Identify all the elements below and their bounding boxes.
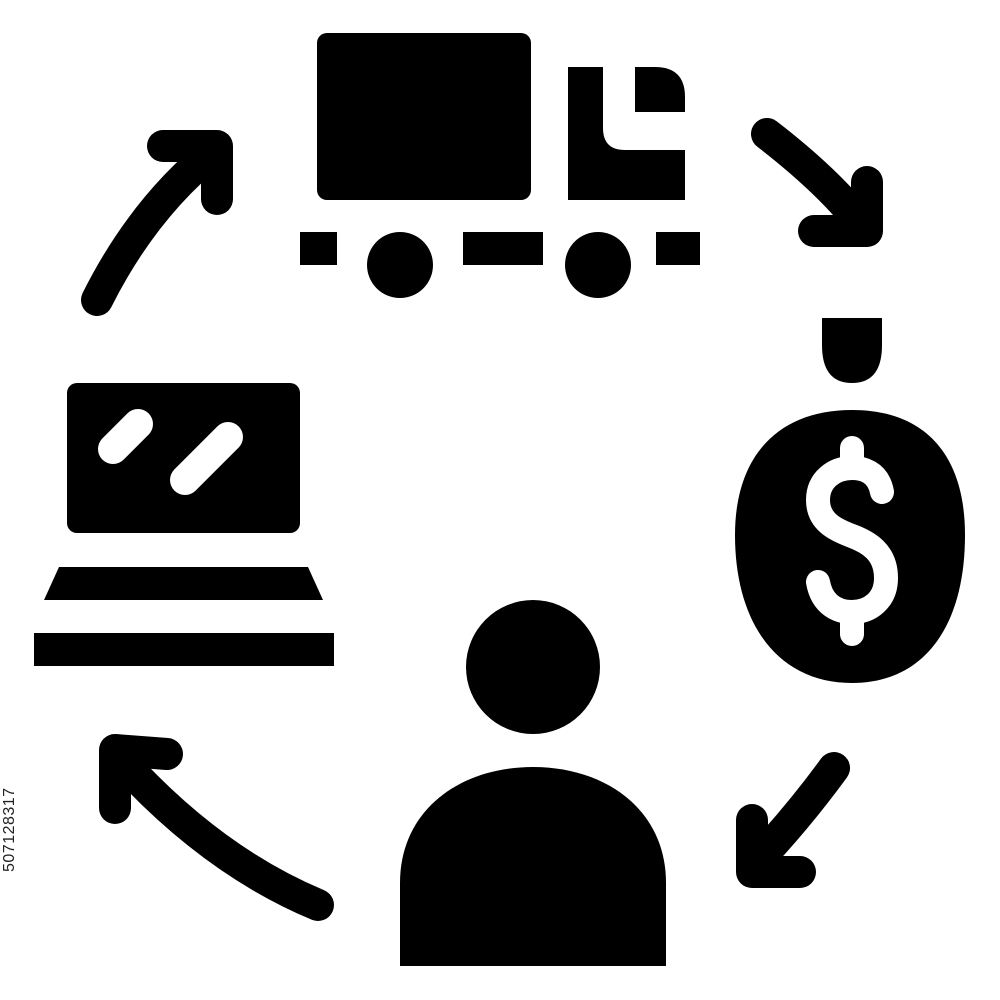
cycle-arrows	[81, 118, 883, 921]
customer-body	[400, 767, 666, 966]
laptop-base	[34, 633, 334, 666]
arrow-money-to-customer	[736, 752, 850, 888]
arrow-laptop-to-truck-head	[147, 130, 233, 215]
truck-chassis-left	[300, 232, 337, 265]
customer-icon	[400, 600, 666, 966]
money-bag-icon	[735, 318, 965, 683]
truck-chassis-middle	[463, 232, 543, 265]
arrow-laptop-to-truck	[81, 130, 233, 316]
laptop-keyboard	[44, 567, 323, 600]
truck-rear-wheel	[367, 232, 433, 298]
customer-head	[466, 600, 600, 734]
laptop-screen-glare-short	[98, 409, 153, 464]
arrow-money-to-customer-head	[736, 804, 816, 888]
arrow-customer-to-laptop	[99, 734, 334, 921]
arrow-truck-to-money	[751, 118, 883, 247]
laptop-screen-glare-long	[170, 422, 243, 495]
stock-id-label: 507128317	[0, 0, 20, 1000]
dollar-sign-icon	[806, 436, 898, 646]
arrow-customer-to-laptop-head	[99, 734, 183, 824]
truck-chassis-right	[656, 232, 700, 265]
arrow-truck-to-money-head	[798, 166, 883, 247]
delivery-truck-icon	[300, 33, 700, 298]
stock-id-text: 507128317	[1, 787, 18, 872]
arrow-laptop-to-truck-shaft	[81, 134, 231, 316]
laptop-icon	[34, 383, 334, 666]
truck-cargo-box	[317, 33, 531, 200]
truck-front-wheel	[565, 232, 631, 298]
arrow-customer-to-laptop-shaft	[101, 740, 334, 921]
truck-cab	[568, 67, 685, 200]
money-bag-neck	[822, 318, 882, 383]
